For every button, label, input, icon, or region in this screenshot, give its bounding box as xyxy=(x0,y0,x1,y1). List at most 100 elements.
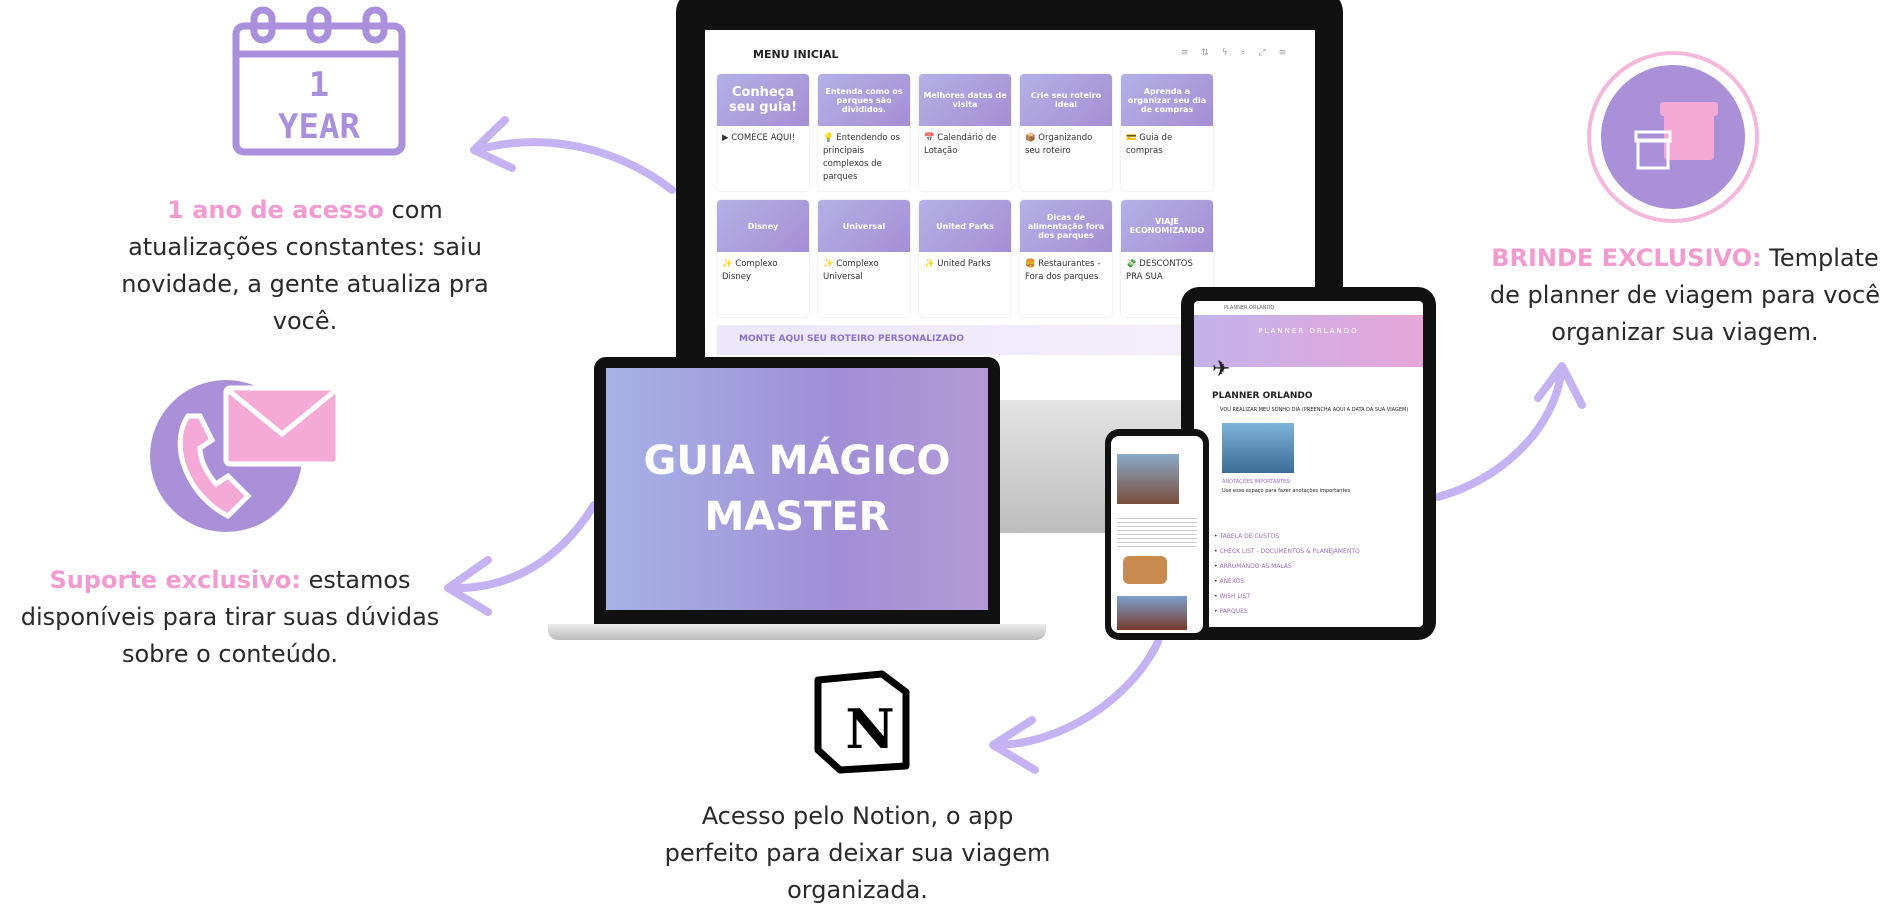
card-title-text: COMECE AQUI! xyxy=(731,133,796,143)
card-title: 📦 Organizando seu roteiro xyxy=(1020,126,1112,164)
menu-grid: Conheça seu guia!▶ COMECE AQUI!Entenda c… xyxy=(717,74,1213,317)
menu-card[interactable]: Disney✨ Complexo Disney xyxy=(717,200,809,317)
phone-mail-icon xyxy=(150,380,341,532)
card-title-text: Organizando seu roteiro xyxy=(1025,133,1093,156)
phone-image-castle xyxy=(1117,454,1179,504)
card-title: 🍔 Restaurantes - Fora dos parques xyxy=(1020,252,1112,290)
tablet-page-title: PLANNER ORLANDO xyxy=(1212,391,1313,401)
card-icon: 💡 xyxy=(823,133,834,143)
card-title: ✨ Complexo Disney xyxy=(717,252,809,290)
bullet-icon: • xyxy=(1214,563,1218,570)
feature-support-text: Suporte exclusivo: estamos disponíveis p… xyxy=(20,566,440,668)
tablet-list-label: PARQUES xyxy=(1219,608,1248,615)
tablet-list-item[interactable]: • WISH LIST xyxy=(1214,589,1360,604)
menu-card[interactable]: Entenda como os parques são divididos.💡 … xyxy=(818,74,910,191)
tablet-notes-text: Use esse espaço para fazer anotações imp… xyxy=(1222,488,1351,494)
svg-text:YEAR: YEAR xyxy=(278,107,360,147)
phone-screen xyxy=(1111,436,1203,633)
svg-text:N: N xyxy=(845,697,894,761)
card-title: 💸 DESCONTOS PRA SUA xyxy=(1121,252,1213,290)
phone-image-food xyxy=(1123,556,1167,584)
card-cover: Entenda como os parques são divididos. xyxy=(818,74,910,126)
card-title-text: DESCONTOS PRA SUA xyxy=(1126,259,1193,282)
phone-text-lines xyxy=(1117,518,1197,548)
card-icon: ✨ xyxy=(722,259,733,269)
menu-title: MENU INICIAL xyxy=(753,48,839,61)
bullet-icon: • xyxy=(1214,578,1218,585)
menu-card[interactable]: Universal✨ Complexo Universal xyxy=(818,200,910,317)
card-icon: 🍔 xyxy=(1025,259,1036,269)
card-title-text: United Parks xyxy=(937,259,991,269)
laptop-base xyxy=(548,624,1046,640)
tablet-list-label: WISH LIST xyxy=(1219,593,1250,600)
card-cover: Crie seu roteiro ideal xyxy=(1020,74,1112,126)
card-icon: 📦 xyxy=(1025,133,1036,143)
bullet-icon: • xyxy=(1214,593,1218,600)
menu-card[interactable]: United Parks✨ United Parks xyxy=(919,200,1011,317)
card-icon: 💸 xyxy=(1126,259,1137,269)
arrow-to-notion xyxy=(991,638,1162,749)
tablet-image xyxy=(1222,423,1294,473)
tablet-list-item[interactable]: • ANEXOS xyxy=(1214,574,1360,589)
tablet-list-label: CHECK LIST - DOCUMENTOS & PLANEJAMENTO xyxy=(1219,548,1360,555)
menu-card[interactable]: Dicas de alimentação fora dos parques🍔 R… xyxy=(1020,200,1112,317)
calendar-1-year-icon: 1 YEAR xyxy=(232,6,406,156)
tablet-list-item[interactable]: • PARQUES xyxy=(1214,604,1360,619)
arrow-to-bonus xyxy=(1434,364,1566,501)
feature-bonus-text: BRINDE EXCLUSIVO: Template de planner de… xyxy=(1489,244,1881,346)
tablet-list: • TABELA DE CUSTOS• CHECK LIST - DOCUMEN… xyxy=(1214,529,1360,619)
tablet-list-item[interactable]: • TABELA DE CUSTOS xyxy=(1214,529,1360,544)
card-title: ✨ United Parks xyxy=(919,252,1011,277)
card-icon: ✨ xyxy=(823,259,834,269)
tablet-list-item[interactable]: • ARRUMANDO AS MALAS xyxy=(1214,559,1360,574)
card-title-text: Complexo Disney xyxy=(722,259,778,282)
card-cover: Universal xyxy=(818,200,910,252)
toolbar-icons[interactable]: ≡ ⇅ ϟ ⌕ ⤢ ≡ xyxy=(1180,48,1291,58)
tablet-list-item[interactable]: • CHECK LIST - DOCUMENTOS & PLANEJAMENTO xyxy=(1214,544,1360,559)
card-title: 📅 Calendário de Lotação xyxy=(919,126,1011,164)
card-cover: United Parks xyxy=(919,200,1011,252)
card-icon: 📅 xyxy=(924,133,935,143)
card-title: ▶ COMECE AQUI! xyxy=(717,126,809,151)
card-icon: ✨ xyxy=(924,259,935,269)
feature-year-text: 1 ano de acesso com atualizações constan… xyxy=(121,196,489,335)
card-title-text: Restaurantes - Fora dos parques xyxy=(1025,259,1101,282)
menu-card[interactable]: Melhores datas de visita📅 Calendário de … xyxy=(919,74,1011,191)
notion-logo-icon: N xyxy=(814,670,910,774)
feature-notion-text: Acesso pelo Notion, o app perfeito para … xyxy=(664,802,1051,904)
card-title: 💡 Entendendo os principais complexos de … xyxy=(818,126,910,190)
card-cover: VIAJE ECONOMIZANDO xyxy=(1121,200,1213,252)
laptop-screen: GUIA MÁGICO MASTER xyxy=(606,368,988,610)
card-cover: Disney xyxy=(717,200,809,252)
card-title-text: Complexo Universal xyxy=(823,259,879,282)
menu-card[interactable]: Conheça seu guia!▶ COMECE AQUI! xyxy=(717,74,809,191)
tablet-dream-text: VOU REALIZAR MEU SONHO DIA (PREENCHA AQU… xyxy=(1220,407,1409,413)
gift-icon xyxy=(1587,51,1759,223)
bullet-icon: • xyxy=(1214,608,1218,615)
card-cover: Aprenda a organizar seu dia de compras xyxy=(1121,74,1213,126)
menu-card[interactable]: Crie seu roteiro ideal📦 Organizando seu … xyxy=(1020,74,1112,191)
card-title: ✨ Complexo Universal xyxy=(818,252,910,290)
tablet-cover: PLANNER ORLANDO xyxy=(1194,315,1423,367)
card-icon: 💳 xyxy=(1126,133,1137,143)
tablet-list-label: ANEXOS xyxy=(1219,578,1245,585)
tablet-notes-title: ANOTAÇÕES IMPORTANTES: xyxy=(1222,479,1292,485)
tablet-list-label: ARRUMANDO AS MALAS xyxy=(1219,563,1292,570)
phone-image-street xyxy=(1117,596,1187,630)
tablet-tab-title: PLANNER ORLANDO xyxy=(1224,305,1275,311)
card-icon: ▶ xyxy=(722,133,729,143)
card-title: 💳 Guia de compras xyxy=(1121,126,1213,164)
bullet-icon: • xyxy=(1214,533,1218,540)
menu-card[interactable]: Aprenda a organizar seu dia de compras💳 … xyxy=(1121,74,1213,191)
card-cover: Conheça seu guia! xyxy=(717,74,809,126)
arrow-to-support xyxy=(446,501,598,593)
laptop-title: GUIA MÁGICO xyxy=(643,438,951,484)
card-title-text: Calendário de Lotação xyxy=(924,133,997,156)
laptop-subtitle: MASTER xyxy=(704,494,890,540)
tablet-screen: PLANNER ORLANDO PLANNER ORLANDO ✈ PLANNE… xyxy=(1194,301,1423,627)
arrow-to-year xyxy=(472,138,676,194)
airplane-icon: ✈ xyxy=(1212,357,1231,382)
card-title-text: Guia de compras xyxy=(1126,133,1173,156)
tablet-list-label: TABELA DE CUSTOS xyxy=(1219,533,1280,540)
